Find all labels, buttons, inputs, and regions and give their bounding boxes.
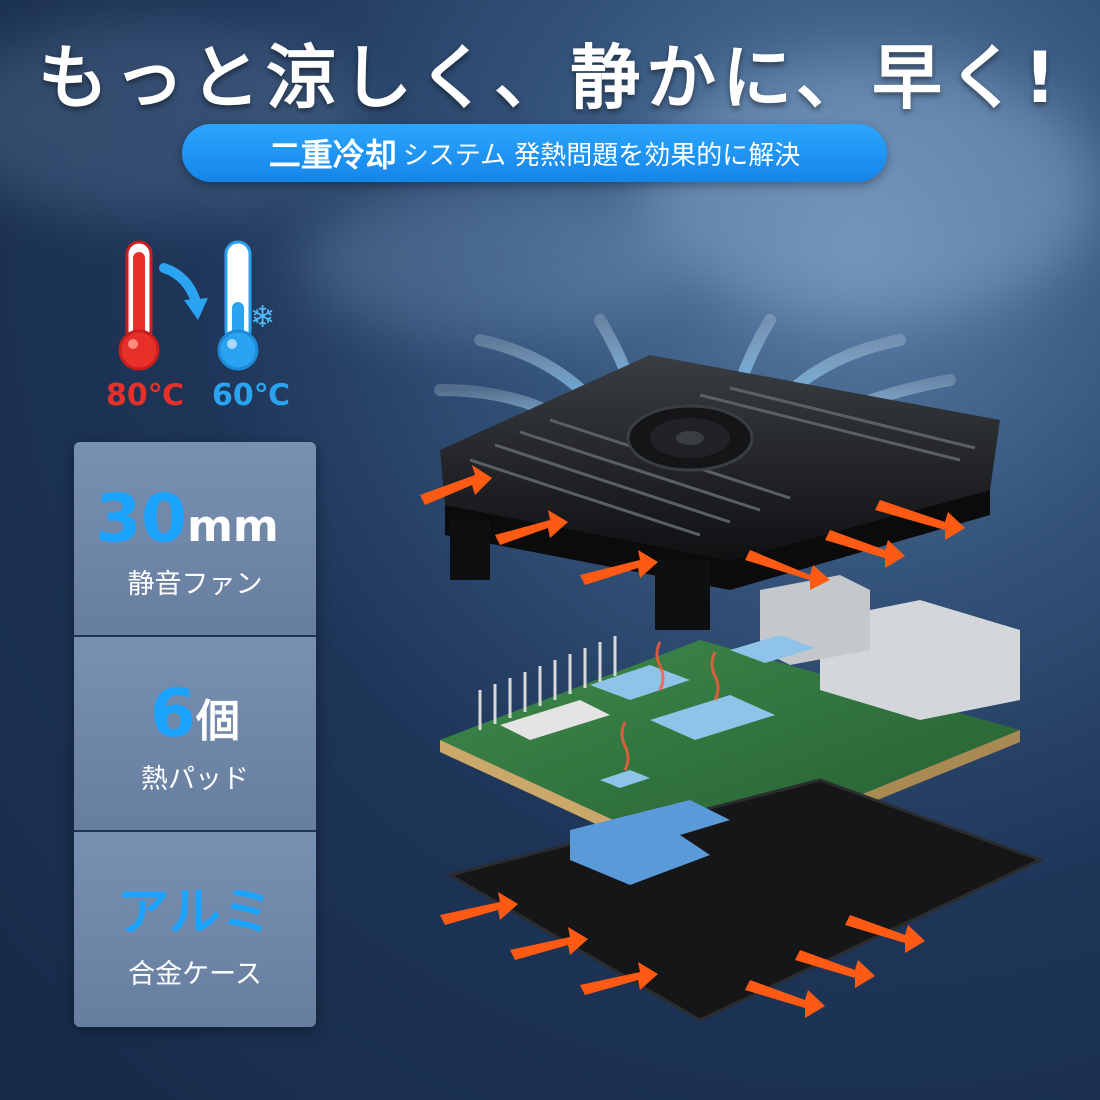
snowflake-icon: ❄ — [250, 300, 276, 335]
gpio-pins — [478, 636, 617, 730]
feature-fan-value: 30mm — [74, 480, 308, 557]
background-smoke — [640, 60, 1100, 320]
exploded-cooling-case-illustration — [420, 274, 1044, 1022]
feature-fan: 30mm 静音ファン — [74, 442, 316, 637]
headline: もっと涼しく、静かに、早く! — [38, 37, 1062, 119]
hot-temperature: 80℃ — [106, 378, 185, 413]
thermometer-cold-icon — [217, 240, 259, 371]
feature-thermal-pads-caption: 熱パッド — [141, 764, 249, 795]
heat-waves — [620, 641, 720, 771]
feature-thermal-pads-value: 6個 — [74, 675, 316, 752]
feature-thermal-pads: 6個 熱パッド — [74, 637, 316, 832]
feature-fan-unit: mm — [187, 501, 279, 552]
thermal-pads — [590, 635, 815, 788]
cooling-arrow-icon — [159, 263, 208, 320]
feature-fan-number: 30 — [95, 480, 188, 557]
feature-panel: 30mm 静音ファン 6個 熱パッド アルミ 合金ケース — [74, 442, 316, 1027]
feature-thermal-pads-number: 6 — [150, 675, 196, 752]
temperature-comparison: ❄ 80℃ 60℃ — [100, 238, 320, 418]
background-smoke — [0, 20, 360, 220]
feature-case: アルミ 合金ケース — [74, 832, 316, 1027]
subtitle-banner: 二重冷却 システム 発熱問題を効果的に解決 — [182, 124, 887, 182]
subtitle-text: システム 発熱問題を効果的に解決 — [402, 140, 801, 171]
heat-exhaust-arrows — [420, 465, 965, 1018]
cooling-fan — [626, 404, 754, 472]
bottom-plate — [446, 778, 1044, 1022]
wifi-module — [500, 700, 610, 740]
thermometer-hot-icon — [118, 240, 160, 371]
feature-thermal-pads-unit: 個 — [195, 696, 240, 747]
feature-case-number: アルミ — [117, 883, 273, 943]
background-smoke — [300, 180, 680, 340]
feature-case-value: アルミ — [74, 870, 316, 945]
bottom-thermal-pad — [570, 800, 730, 885]
feature-case-caption: 合金ケース — [128, 959, 262, 990]
cold-temperature: 60℃ — [212, 378, 291, 413]
subtitle-emphasis: 二重冷却 — [268, 136, 397, 174]
feature-fan-caption: 静音ファン — [127, 569, 263, 600]
